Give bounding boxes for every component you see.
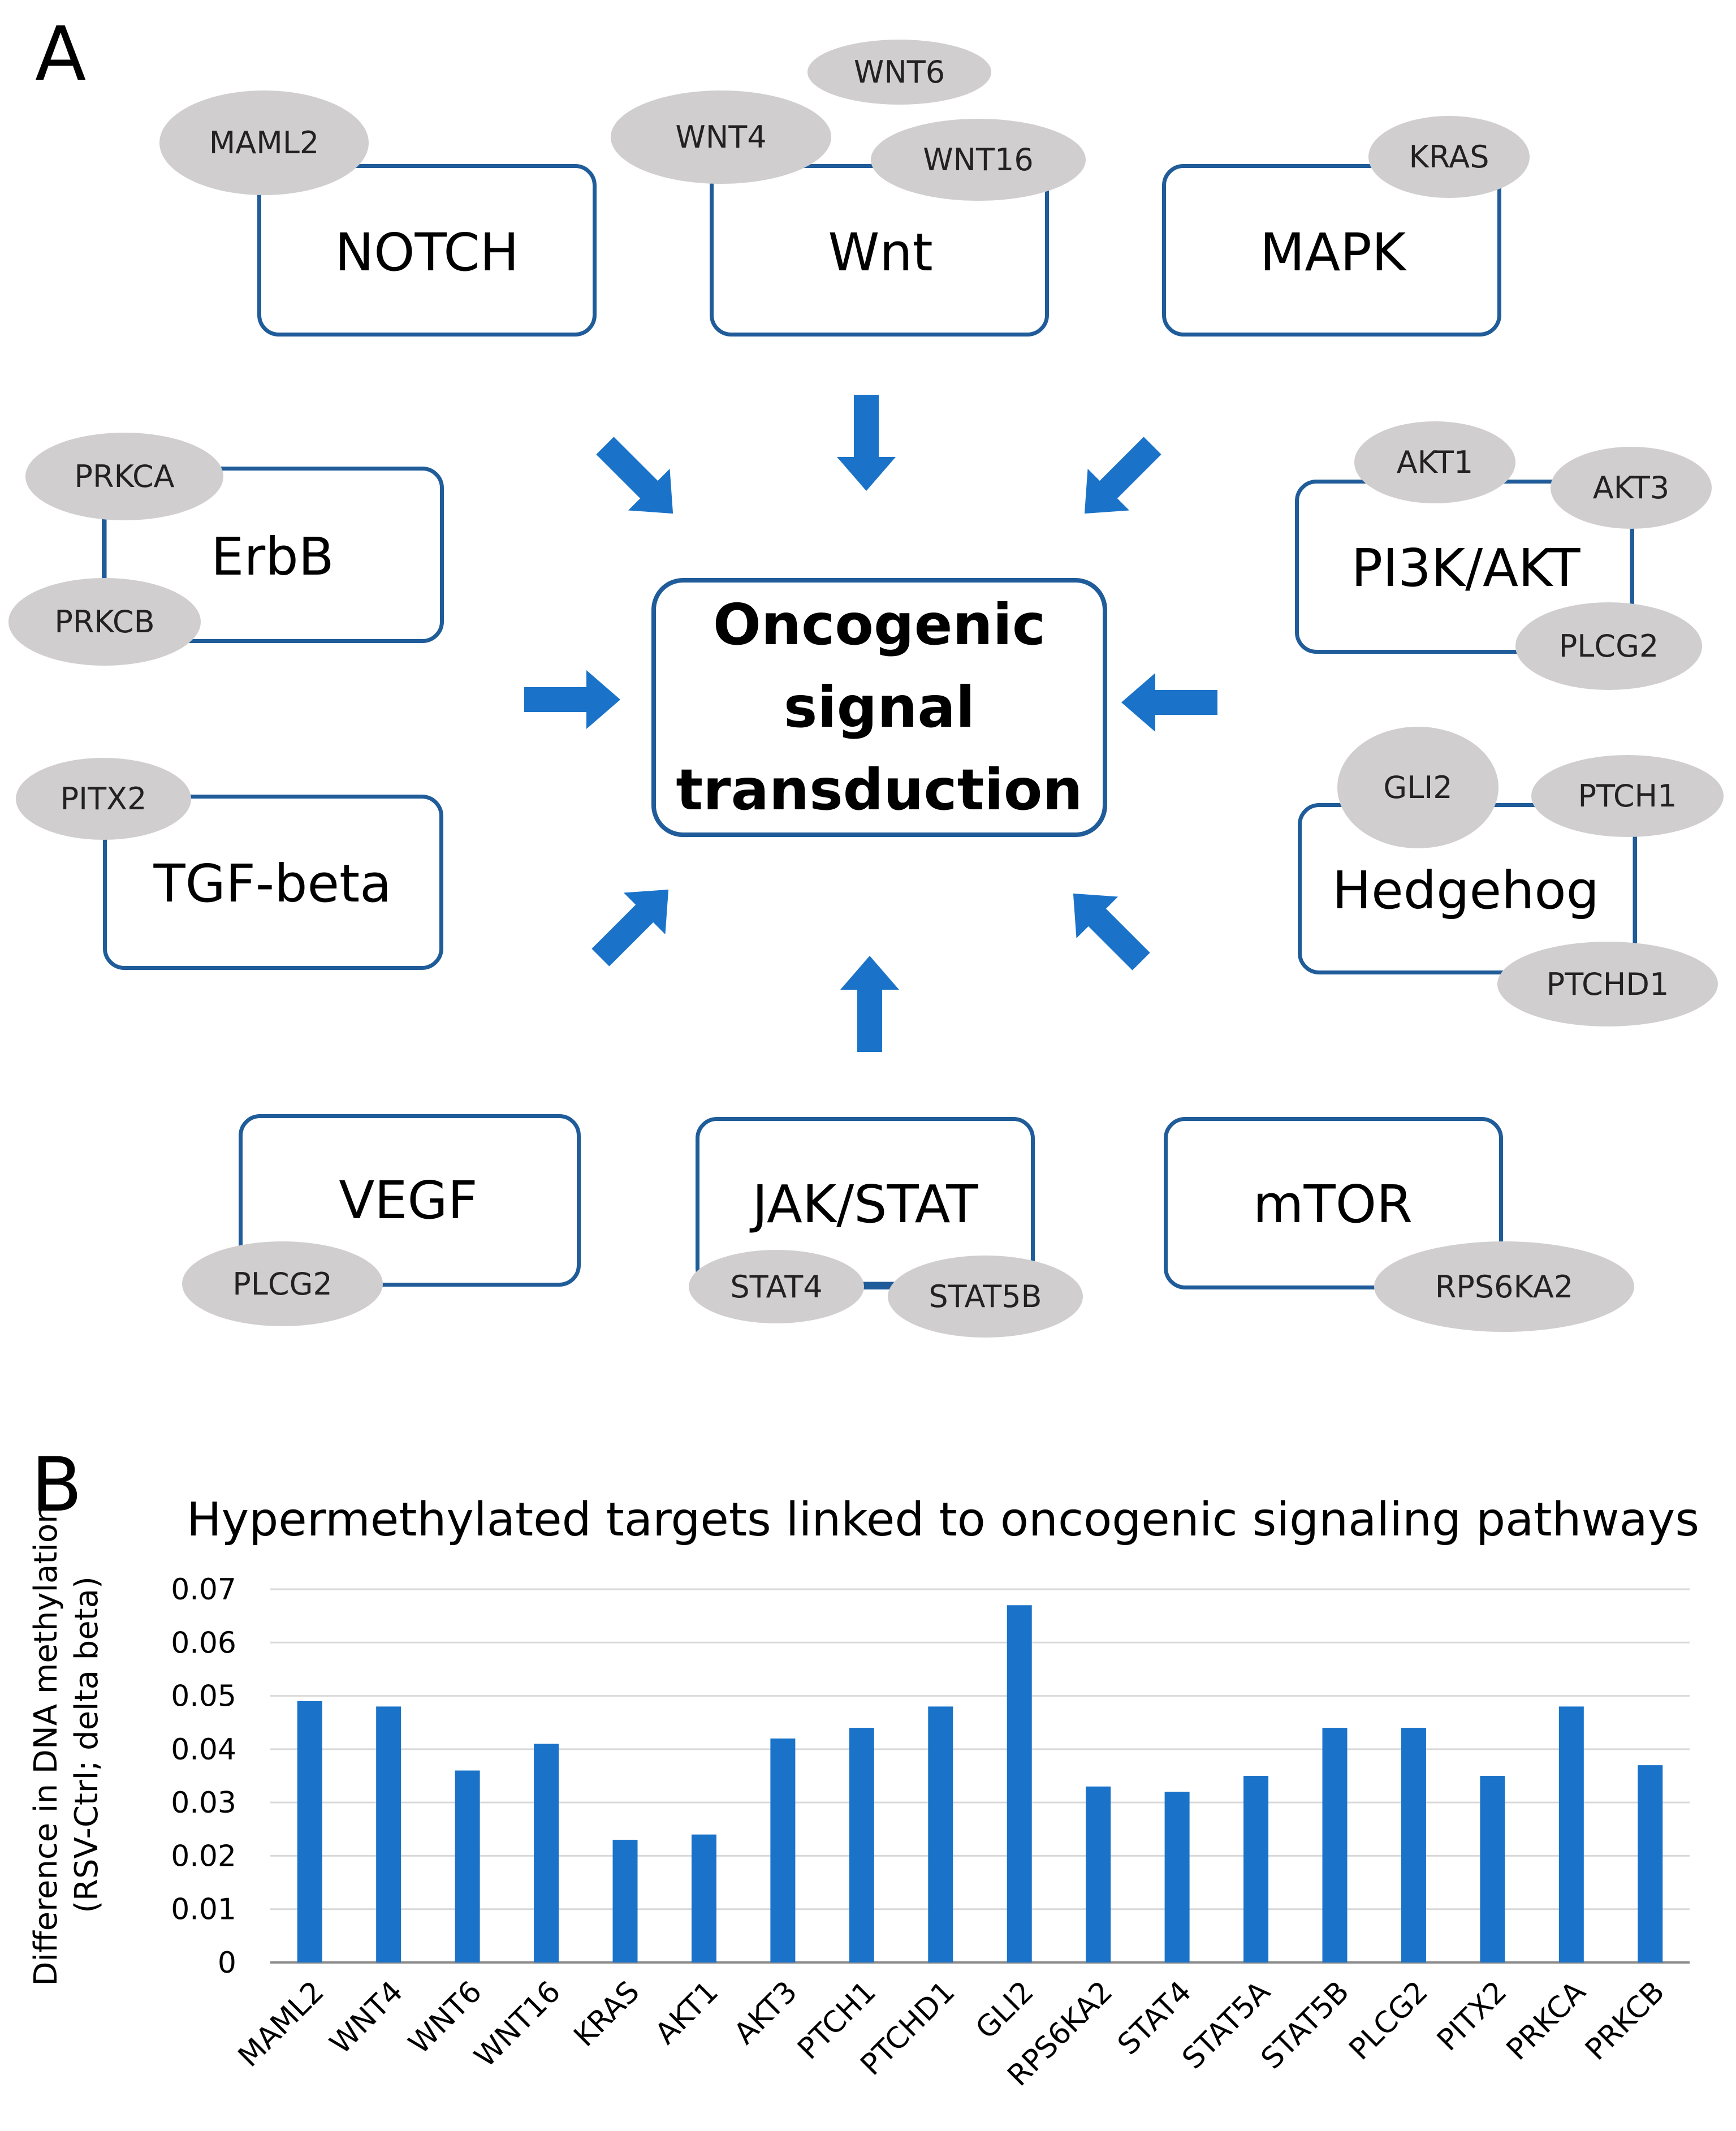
bar-wnt6 [455, 1770, 480, 1962]
panel-a-label: A [35, 11, 87, 98]
pathway-label-notch: NOTCH [335, 222, 519, 283]
bar-chart: 00.010.020.030.040.050.060.07 MAML2WNT4W… [28, 1503, 1690, 2093]
pathway-arrows [524, 395, 1217, 1052]
arrow-from-hedgehog-icon [1052, 873, 1162, 982]
bar-akt3 [770, 1739, 796, 1962]
pathway-label-mtor: mTOR [1253, 1174, 1413, 1235]
x-tick-label: WNT4 [323, 1975, 409, 2061]
gene-ellipse-stat4: STAT4 [689, 1250, 864, 1323]
bar-akt1 [691, 1834, 716, 1962]
gene-ellipse-plcg2-vegf: PLCG2 [182, 1241, 383, 1326]
y-tick-label: 0 [218, 1946, 236, 1980]
gene-ellipse-gli2: GLI2 [1337, 727, 1499, 848]
bar-stat4 [1164, 1792, 1190, 1962]
gene-ellipse-akt1: AKT1 [1354, 421, 1515, 503]
center-label-line-2: signal [783, 674, 975, 740]
bar-kras [612, 1840, 638, 1962]
gene-ellipse-stat5b: STAT5B [888, 1256, 1083, 1338]
center-label-line-3: transduction [676, 757, 1083, 823]
pathway-label-mapk: MAPK [1259, 222, 1406, 283]
x-tick-label: WNT16 [468, 1975, 568, 2074]
arrow-from-wnt-icon [837, 395, 896, 491]
gene-ellipse-rps6ka2: RPS6KA2 [1374, 1241, 1634, 1332]
x-tick-label: KRAS [568, 1975, 646, 2054]
x-tick-label: GLI2 [969, 1975, 1040, 2046]
x-tick-label: STAT5A [1176, 1974, 1277, 2076]
pathway-box-vegf [239, 1114, 581, 1287]
x-tick-label: PITX2 [1431, 1975, 1513, 2057]
x-tick-label: STAT5B [1255, 1975, 1356, 2076]
y-axis-label-line-2: (RSV-Ctrl; delta beta) [68, 1576, 105, 1913]
chart-y-tick-labels: 0 0.01 0.02 0.03 0.04 0.05 0.06 0.07 [171, 1573, 236, 1980]
y-axis-label-line-1: Difference in DNA methylation [28, 1503, 64, 1986]
pathway-label-wnt: Wnt [828, 222, 933, 283]
bar-ptchd1 [928, 1706, 953, 1962]
bar-maml2 [297, 1701, 322, 1962]
gene-ellipse-prkcb: PRKCB [8, 578, 201, 666]
gene-ellipse-ptch1: PTCH1 [1531, 755, 1724, 837]
bar-wnt16 [534, 1744, 559, 1962]
center-box-oncogenic-signal-transduction: Oncogenic signal transduction [651, 578, 1107, 837]
y-tick-label: 0.04 [171, 1733, 236, 1767]
bar-gli2 [1007, 1605, 1032, 1962]
center-label-line-1: Oncogenic [712, 592, 1046, 658]
x-tick-label: AKT1 [649, 1975, 725, 2051]
arrow-from-tgf-icon [580, 869, 689, 978]
gene-ellipse-plcg2-pi3k: PLCG2 [1515, 602, 1702, 690]
x-tick-label: PLCG2 [1342, 1975, 1435, 2067]
gene-ellipse-maml2: MAML2 [159, 90, 369, 195]
bar-ptch1 [849, 1728, 874, 1962]
bar-plcg2 [1401, 1728, 1426, 1962]
chart-bars [297, 1605, 1663, 1962]
gene-ellipse-kras: KRAS [1368, 116, 1530, 198]
gene-ellipse-akt3: AKT3 [1551, 447, 1712, 529]
y-tick-label: 0.01 [171, 1893, 236, 1927]
x-tick-label: PRKCB [1579, 1975, 1671, 2067]
gene-ellipse-wnt4: WNT4 [611, 90, 831, 184]
x-tick-label: AKT3 [728, 1975, 804, 2051]
pathway-box-notch [257, 164, 597, 337]
y-tick-label: 0.05 [171, 1680, 236, 1714]
pathway-label-pi3k: PI3K/AKT [1351, 538, 1580, 598]
pathway-label-jakstat: JAK/STAT [752, 1174, 978, 1235]
y-tick-label: 0.06 [171, 1626, 236, 1660]
bar-prkca [1558, 1706, 1584, 1962]
gene-ellipse-pitx2: PITX2 [16, 758, 191, 840]
pathway-label-tgf: TGF-beta [153, 853, 392, 914]
arrow-from-jakstat-icon [840, 956, 899, 1052]
bar-stat5a [1243, 1776, 1269, 1962]
gene-ellipse-ptchd1: PTCHD1 [1497, 942, 1718, 1026]
arrow-from-pi3k-icon [1121, 673, 1217, 732]
arrow-from-mapk-icon [1064, 425, 1173, 534]
pathway-label-erbb: ErbB [211, 527, 334, 587]
y-tick-label: 0.07 [171, 1573, 236, 1607]
chart-gridlines [270, 1588, 1690, 1964]
gene-ellipse-wnt16: WNT16 [871, 119, 1086, 201]
bar-pitx2 [1480, 1776, 1505, 1962]
bar-stat5b [1322, 1728, 1348, 1962]
arrow-from-notch-icon [584, 425, 694, 534]
gene-ellipse-wnt6: WNT6 [807, 40, 991, 105]
y-tick-label: 0.02 [171, 1839, 236, 1873]
y-tick-label: 0.03 [171, 1786, 236, 1820]
x-tick-label: PRKCA [1500, 1974, 1592, 2067]
pathway-label-hedgehog: Hedgehog [1332, 860, 1600, 921]
chart-title: Hypermethylated targets linked to oncoge… [187, 1493, 1700, 1547]
arrow-from-erbb-icon [524, 670, 620, 729]
panel-b-label: B [31, 1442, 83, 1529]
chart-y-axis-label: Difference in DNA methylation (RSV-Ctrl;… [28, 1503, 105, 1986]
bar-rps6ka2 [1086, 1786, 1111, 1962]
gene-ellipse-prkca: PRKCA [25, 433, 223, 520]
bar-wnt4 [376, 1706, 401, 1962]
bar-prkcb [1638, 1765, 1663, 1962]
pathway-label-vegf: VEGF [339, 1170, 478, 1231]
x-tick-label: MAML2 [232, 1975, 331, 2074]
